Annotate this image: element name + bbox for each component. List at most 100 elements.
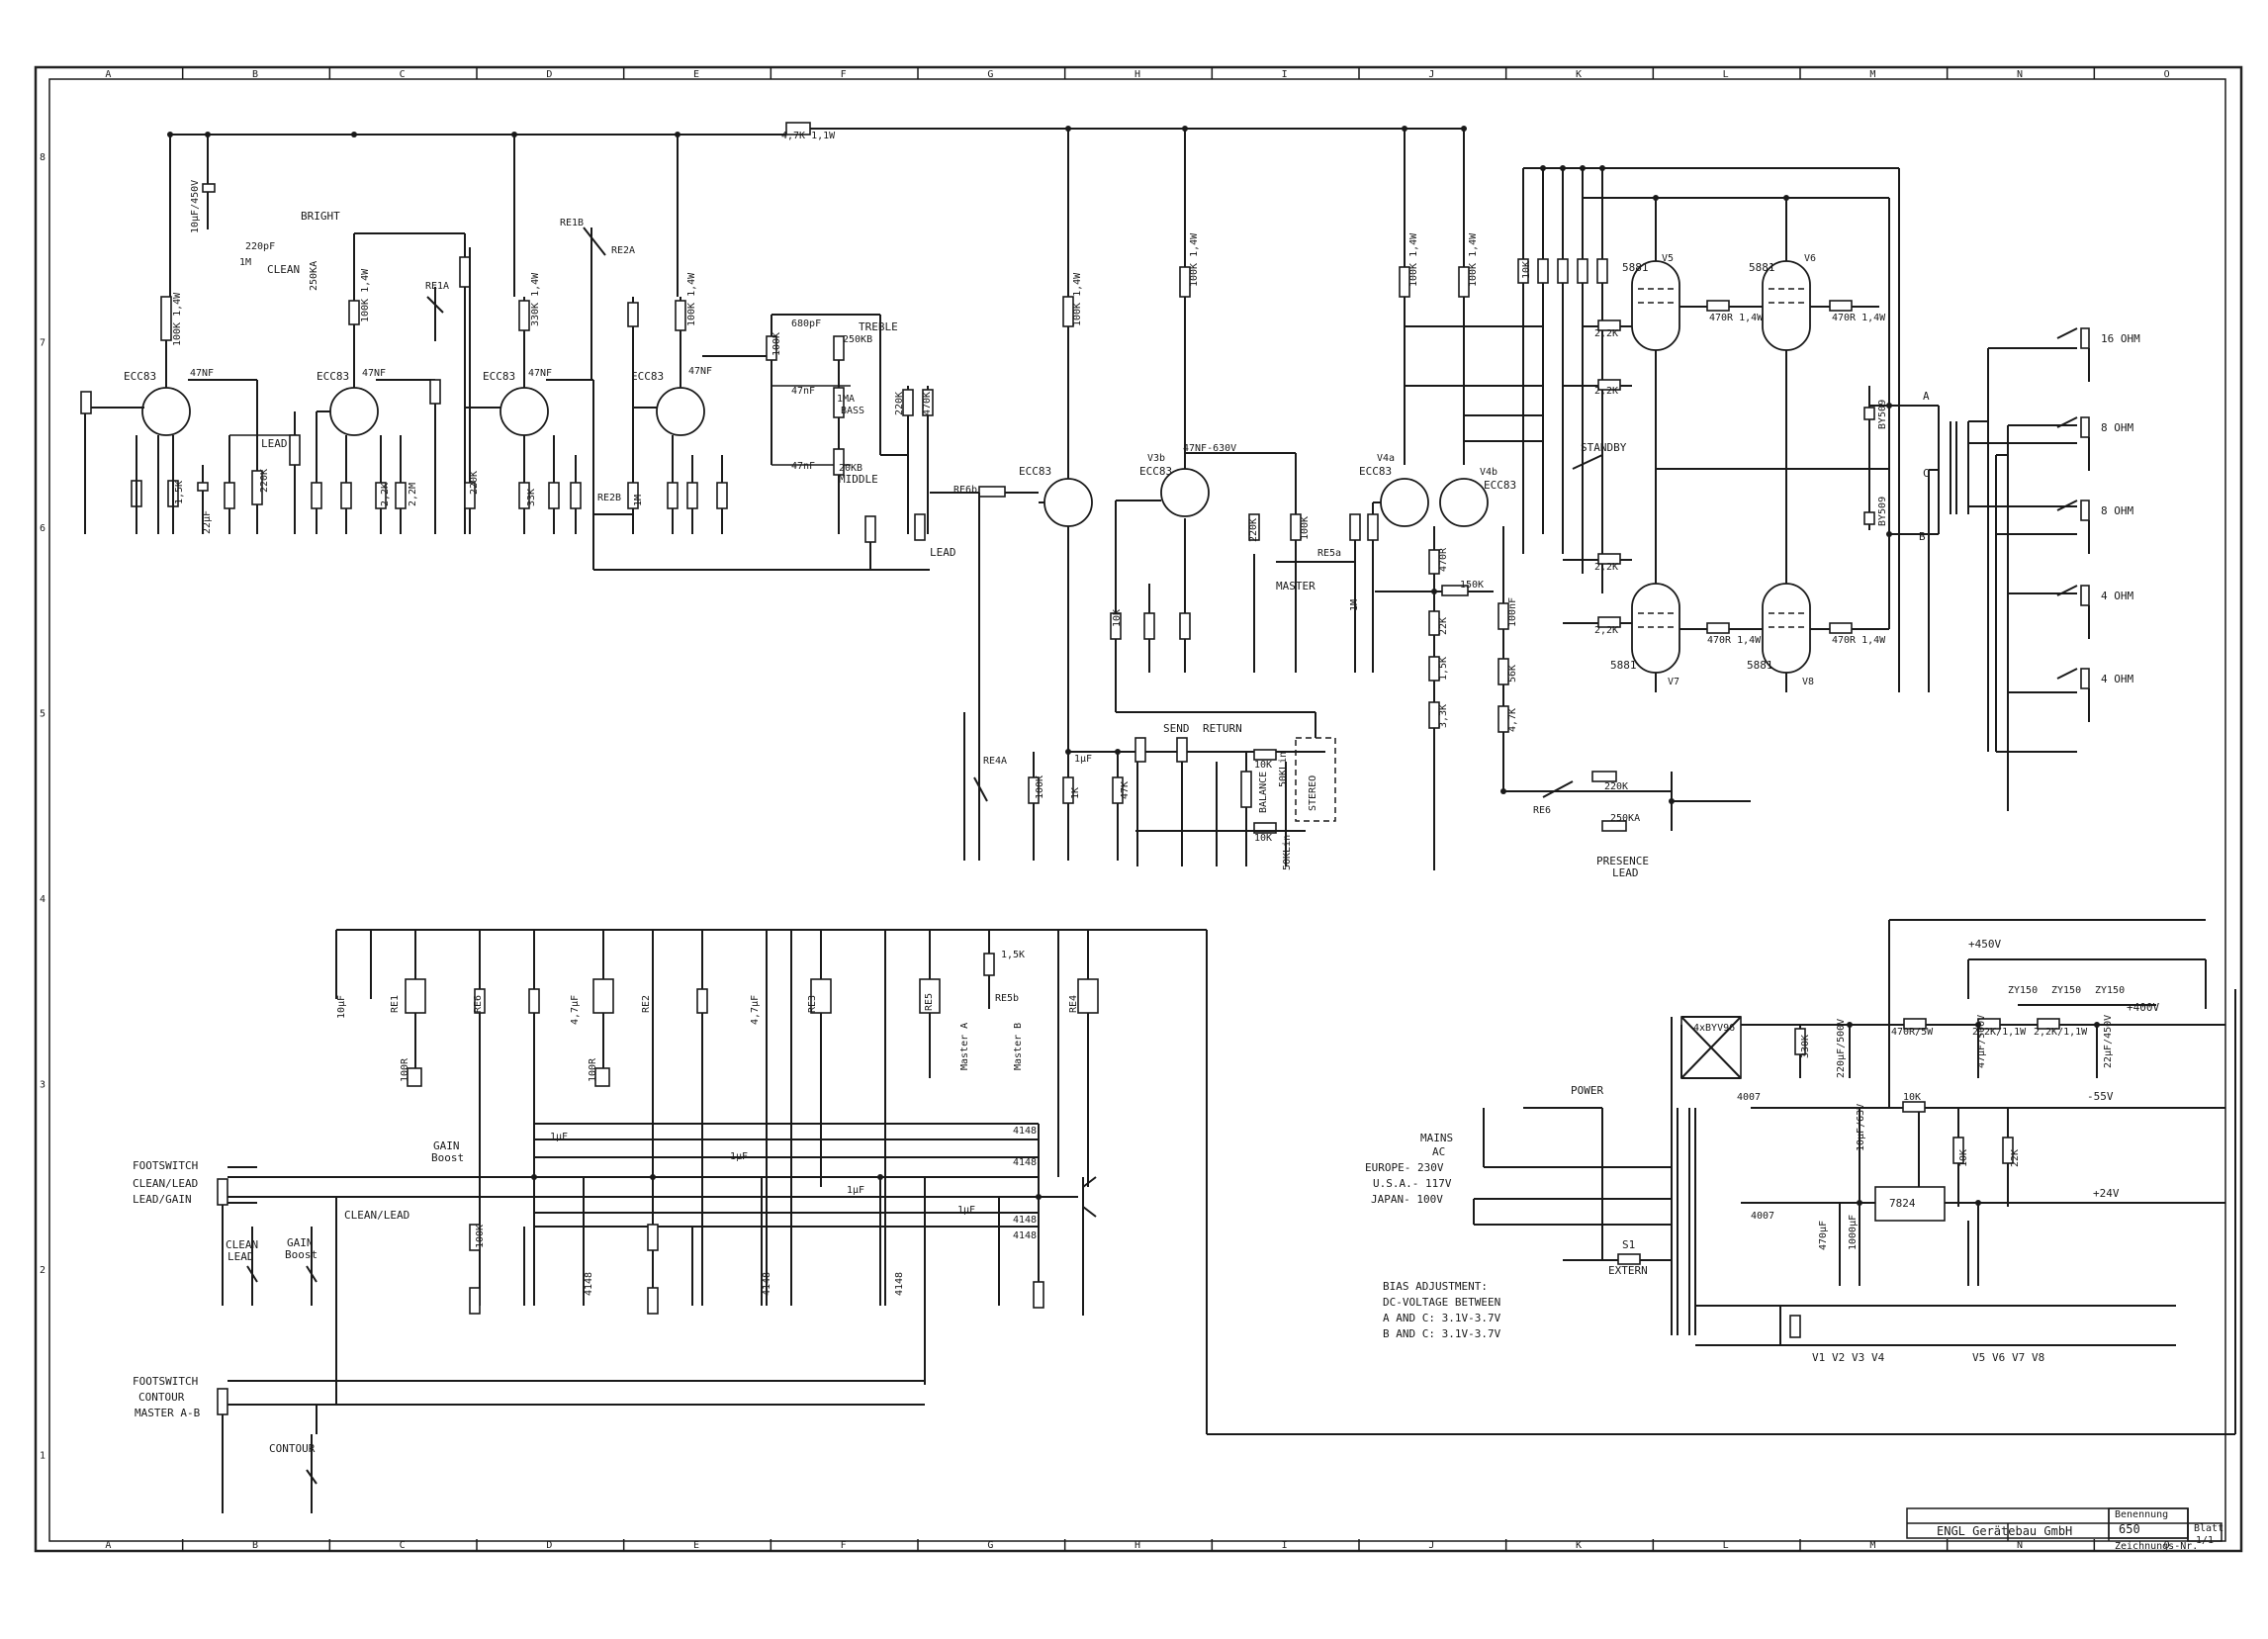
footswitch2-c: MASTER A-B: [135, 1407, 201, 1419]
relay-re1: RE1: [390, 995, 401, 1013]
zener-2: ZY150: [2051, 985, 2081, 996]
heater-v1: V1: [1812, 1351, 1825, 1364]
c47n-tone2: 47nF: [791, 461, 815, 472]
c47n-tone1: 47nF: [791, 386, 815, 397]
return-label: RETURN: [1203, 722, 1242, 735]
row-number: 5: [40, 708, 45, 719]
column-letter: M: [1869, 69, 1875, 80]
d4148-g: 4148: [894, 1272, 905, 1296]
tube-v7-label: 5881: [1610, 659, 1637, 672]
power-amp: [1517, 167, 1939, 692]
fx-loop: [1068, 673, 1336, 866]
column-letter: J: [1428, 1540, 1434, 1551]
power-label: POWER: [1571, 1084, 1603, 1097]
title-blatt-value: 1/1: [2196, 1535, 2214, 1546]
re4a-label: RE4A: [983, 756, 1007, 767]
ohm4a-label: 4 OHM: [2101, 590, 2133, 602]
r470-power-b: 470R 1,4W: [1832, 313, 1886, 323]
r2k2-1w-b: 2,2K/1,1W: [2034, 1027, 2088, 1038]
r470k: 470K: [922, 392, 933, 415]
c1u-c: 1μF: [847, 1185, 864, 1196]
gain-boost-label2: Boost: [431, 1151, 464, 1164]
r220k-c: 220K: [894, 392, 905, 415]
c47n630: 47NF-630V: [1183, 443, 1236, 454]
column-letter: M: [1869, 1540, 1875, 1551]
r100r-a: 100R: [400, 1057, 410, 1082]
r220k-a: 220K: [259, 469, 270, 493]
tube-v3b-tag: V3b: [1147, 453, 1165, 464]
r150k: 150K: [1460, 580, 1484, 591]
column-letter: K: [1576, 1540, 1582, 1551]
r470-power-d: 470R 1,4W: [1832, 635, 1886, 646]
c-top-value: 10μF/450V: [190, 180, 201, 233]
row-number: 2: [40, 1265, 45, 1276]
tube-v4a-tag: V4a: [1377, 453, 1395, 464]
send-label: SEND: [1163, 722, 1190, 735]
d4148-d: 4148: [1013, 1230, 1037, 1241]
row-number: 8: [40, 152, 45, 163]
row-number: 4: [40, 894, 45, 905]
row-number: 6: [40, 523, 45, 534]
column-letter: L: [1723, 1540, 1729, 1551]
d4148-e: 4148: [584, 1272, 594, 1296]
tube-v6-tag: V6: [1804, 253, 1816, 264]
presence-label: PRESENCE: [1596, 855, 1649, 867]
r220k-b: 220K: [469, 471, 480, 495]
r2k2-grid2: 2,2K: [1594, 386, 1618, 397]
speaker-jack: [2080, 585, 2090, 606]
column-letter: C: [400, 1540, 406, 1551]
r100r-b: 100R: [588, 1057, 598, 1082]
tube-v4a-label: ECC83: [1359, 465, 1392, 478]
column-letter: B: [252, 1540, 258, 1551]
c47u-relay-b: 4,7μF: [750, 995, 761, 1025]
r56k: 56K: [1507, 665, 1518, 683]
v1b-stage: [289, 232, 471, 534]
r10k-fx-send: 10K: [1254, 760, 1272, 771]
c1u-a: 1μF: [550, 1132, 568, 1142]
r1m-v2b: 1M: [633, 495, 644, 506]
clean-lead-label: CLEAN/LEAD: [344, 1209, 409, 1222]
tube-v8-label: 5881: [1747, 659, 1773, 672]
re1a-label: RE1A: [425, 281, 449, 292]
pot250ka-presence: 250KA: [1610, 813, 1640, 824]
r100k14a: 100K 1,4W: [172, 292, 183, 346]
text-labels: ECC83 ECC83 ECC83 ECC83 ECC83 ECC83 V3b …: [124, 131, 2223, 1552]
r100k14c: 100K 1,4W: [686, 272, 697, 326]
lead-pot-label: LEAD: [930, 546, 956, 559]
mains-label: MAINS: [1420, 1132, 1453, 1144]
column-letter: F: [841, 1540, 847, 1551]
v3b-stage: [1110, 247, 1361, 673]
heater-v7: V7: [2012, 1351, 2025, 1364]
drawing-frame: [34, 65, 2243, 1553]
c47n-c: 47NF: [528, 368, 552, 379]
zener-3: ZY150: [2095, 985, 2125, 996]
master-label: MASTER: [1276, 580, 1315, 592]
relay-re4: RE4: [1068, 995, 1079, 1013]
ohm4b-label: 4 OHM: [2101, 673, 2133, 685]
speaker-jack: [2080, 668, 2090, 689]
tone-stack: [766, 314, 934, 570]
regulator-label: 7824: [1889, 1197, 1916, 1210]
column-letter: G: [987, 69, 993, 80]
contour-label: CONTOUR: [269, 1442, 316, 1455]
column-letter: I: [1282, 69, 1288, 80]
title-block: [1906, 1507, 2223, 1542]
r47k-v3a: 47K: [1120, 781, 1131, 799]
row-number: 7: [40, 337, 45, 348]
pot50k-level: 50KLin: [1282, 835, 1293, 870]
pot250ka-value: 250KA: [309, 261, 319, 291]
treble-pot-value: 250KB: [843, 334, 872, 345]
r1m-master: 1M: [1349, 599, 1360, 611]
r22k-neg: 22K: [2010, 1149, 2021, 1167]
r10k-fx-return: 10K: [1254, 833, 1272, 844]
c220u-supply: 220μF/500V: [1836, 1019, 1847, 1078]
r330k-supply: 330K: [1800, 1035, 1811, 1058]
treble-label: TREBLE: [859, 320, 898, 333]
r1k-v3a: 1K: [1070, 787, 1081, 799]
r100k14b: 100K 1,4W: [360, 268, 371, 322]
r100k-tone: 100K: [771, 332, 782, 356]
r100k-sw-a: 100K: [475, 1225, 486, 1248]
v-plus400: +400V: [2127, 1001, 2159, 1014]
re2b-label: RE2B: [597, 493, 621, 503]
